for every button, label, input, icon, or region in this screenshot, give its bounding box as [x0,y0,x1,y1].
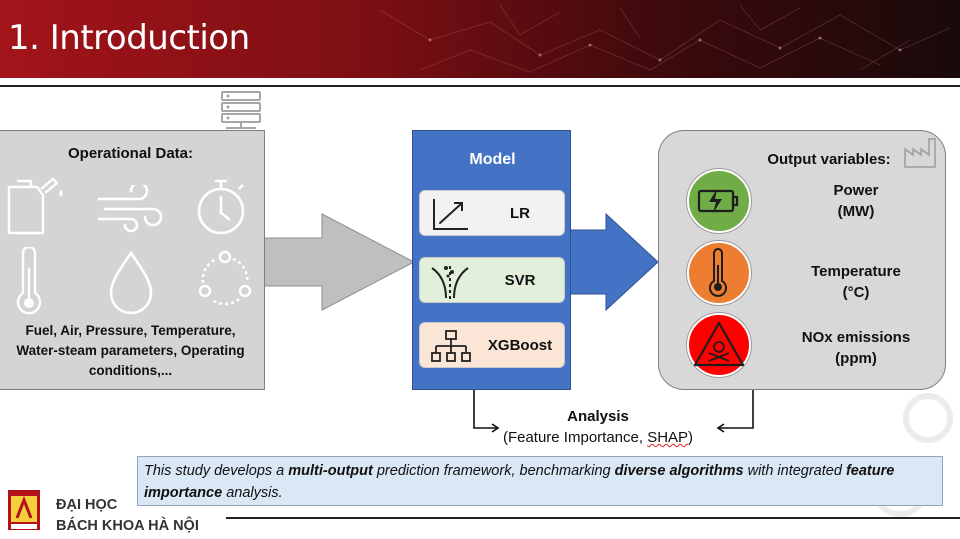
header-divider [0,85,960,87]
model-item-xgboost: XGBoost [419,322,565,368]
note-emphasis: diverse algorithms [614,463,744,479]
analysis-caption: Analysis (Feature Importance, SHAP) [470,406,726,448]
cycle-icon [198,250,252,306]
constellation-pattern [379,4,951,73]
note-emphasis: feature importance [144,463,895,501]
hyperplane-icon [431,266,469,300]
note-text: This study develops a [144,463,289,479]
operational-data-panel: Operational Data: [0,130,265,390]
model-item-label: SVR [504,272,536,289]
university-name: ĐẠI HỌC BÁCH KHOA HÀ NỘI [56,495,199,537]
model-item-label: XGBoost [487,337,553,354]
footer-divider [226,517,960,519]
analysis-detail: (Feature Importance, SHAP) [470,427,726,448]
server-icon [221,91,261,129]
note-emphasis: multi-output [288,463,373,479]
stopwatch-icon [197,179,245,235]
university-line: ĐẠI HỌC [56,497,118,513]
nox-indicator [687,313,751,377]
operational-data-heading: Operational Data: [67,145,194,162]
note-text: analysis. [222,485,283,501]
output-name: Power [833,182,879,199]
operational-description-line: Water-steam parameters, Operating [16,343,245,358]
tree-icon [431,330,471,362]
university-logo [8,490,40,530]
power-indicator [687,169,751,233]
summary-note: This study develops a multi-output predi… [137,456,943,506]
model-item-label: LR [510,205,530,222]
input-arrow [262,213,416,311]
output-unit: (ppm) [835,350,877,367]
temperature-label: Temperature (°C) [777,261,935,303]
analysis-shap: SHAP [647,429,689,446]
university-line: BÁCH KHOA HÀ NỘI [56,518,199,534]
title-bar: 1. Introduction [0,0,960,78]
output-variables-panel: Output variables: Power (MW) Temperature… [658,130,946,390]
model-item-lr: LR [419,190,565,236]
nox-label: NOx emissions (ppm) [777,327,935,369]
power-label: Power (MW) [777,180,935,222]
model-item-svr: SVR [419,257,565,303]
output-name: Temperature [811,263,901,280]
analysis-title: Analysis [567,408,629,425]
output-unit: (°C) [842,284,870,301]
output-unit: (MW) [837,203,875,220]
model-panel: Model LR SVR [412,130,571,390]
gear-watermark-icon [871,393,953,517]
note-text: with integrated [743,463,846,479]
wind-icon [97,185,163,233]
thermometer-icon [16,247,42,315]
operational-description-line: conditions,... [88,363,173,378]
analysis-connector [473,390,754,433]
trend-line-icon [433,199,468,230]
battery-icon [697,189,739,213]
factory-icon [904,138,936,168]
temperature-indicator [687,241,751,305]
water-drop-icon [109,250,153,315]
analysis-detail-close: ) [688,429,694,446]
operational-data-description: Fuel, Air, Pressure, Temperature, Water-… [0,321,262,381]
output-arrow [568,212,659,312]
output-name: NOx emissions [801,329,911,346]
operational-description-line: Fuel, Air, Pressure, Temperature, [25,323,236,338]
toxic-warning-icon [693,321,745,367]
thermometer-icon [709,248,727,297]
analysis-detail-open: (Feature Importance, [502,429,648,446]
slide-title: 1. Introduction [8,18,250,58]
fuel-can-icon [7,177,63,235]
note-text: prediction framework, benchmarking [372,463,615,479]
output-variables-heading: Output variables: [767,151,891,168]
model-heading: Model [469,151,516,168]
